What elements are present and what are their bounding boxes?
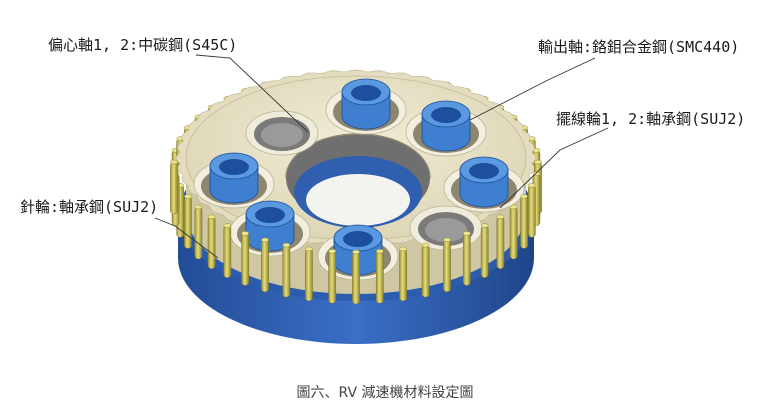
needle-pin-cap: [462, 231, 471, 236]
needle-pin: [375, 250, 384, 304]
bushing-bore: [255, 207, 285, 223]
needle-pin: [328, 250, 337, 304]
needle-pin: [443, 239, 451, 293]
bushing-bore: [351, 85, 381, 101]
needle-pin-cap: [170, 159, 178, 165]
label-output-shaft: 輸出軸:鉻鉬合金鋼(SMC440): [538, 38, 739, 56]
needle-pin-cap: [207, 214, 216, 220]
needle-pin-cap: [528, 183, 536, 188]
leader-lines: [154, 54, 609, 259]
needle-pin-cap: [375, 248, 384, 254]
needle-pin-cap: [399, 246, 407, 252]
needle-pin-cap: [194, 204, 203, 210]
bushing-bore: [219, 159, 249, 175]
needle-pin: [399, 248, 407, 302]
central-bore: [285, 133, 431, 228]
needle-pin-cap: [480, 223, 489, 228]
needle-pin: [282, 244, 291, 298]
leader-pin-wheel: [154, 217, 219, 259]
needle-pin: [527, 185, 536, 238]
needle-pin: [520, 196, 528, 249]
needle-pin-cap: [509, 204, 518, 210]
output-shaft-bushings: [193, 78, 525, 281]
needle-pin-cap: [421, 242, 430, 248]
needle-pin: [462, 233, 471, 286]
bushing-bore: [343, 231, 373, 247]
needle-pin-cap: [352, 249, 360, 255]
needle-pin-cap: [443, 237, 451, 243]
needle-pin-cap: [328, 248, 337, 254]
needle-pin-cap: [223, 223, 232, 228]
needle-pin: [241, 233, 250, 286]
leader-cycloid-disc: [499, 127, 609, 209]
needle-pin-cap: [305, 246, 313, 252]
needle-pin-cap: [496, 214, 505, 220]
needle-pin: [261, 239, 269, 293]
needle-pin: [480, 225, 489, 278]
needle-pin-cap: [520, 194, 528, 199]
label-pin-wheel: 針輪:軸承鋼(SUJ2): [20, 198, 158, 216]
needle-pin: [421, 244, 430, 298]
pin-row-front: [170, 159, 542, 305]
needle-pin: [170, 161, 178, 215]
bushing-bore: [469, 163, 499, 179]
needle-pin-cap: [241, 231, 249, 236]
label-cycloid-disc: 擺線輪1, 2:軸承鋼(SUJ2): [556, 110, 745, 128]
eccentric-bore-inner: [425, 218, 467, 242]
needle-pin: [184, 196, 192, 249]
needle-pin-cap: [534, 159, 542, 165]
central-bore-floor: [306, 174, 410, 226]
leader-eccentric-shaft: [195, 54, 309, 133]
central-bore-rim: [285, 133, 431, 179]
needle-pin: [223, 225, 232, 278]
needle-pin: [207, 216, 216, 270]
needle-pin: [352, 251, 360, 305]
needle-pin: [496, 216, 505, 270]
needle-pin: [305, 248, 313, 302]
eccentric-bore-inner: [261, 123, 303, 147]
needle-pin-cap: [261, 237, 269, 243]
label-eccentric-shaft: 偏心軸1, 2:中碳鋼(S45C): [48, 36, 237, 54]
bushing-bore: [431, 107, 461, 123]
needle-pin-cap: [184, 194, 192, 199]
needle-pin: [194, 206, 203, 260]
leader-output-shaft: [469, 57, 596, 121]
needle-pin: [509, 206, 518, 260]
figure-caption: 圖六、RV 減速機材料設定圖: [297, 384, 474, 401]
needle-pin-cap: [282, 242, 291, 248]
